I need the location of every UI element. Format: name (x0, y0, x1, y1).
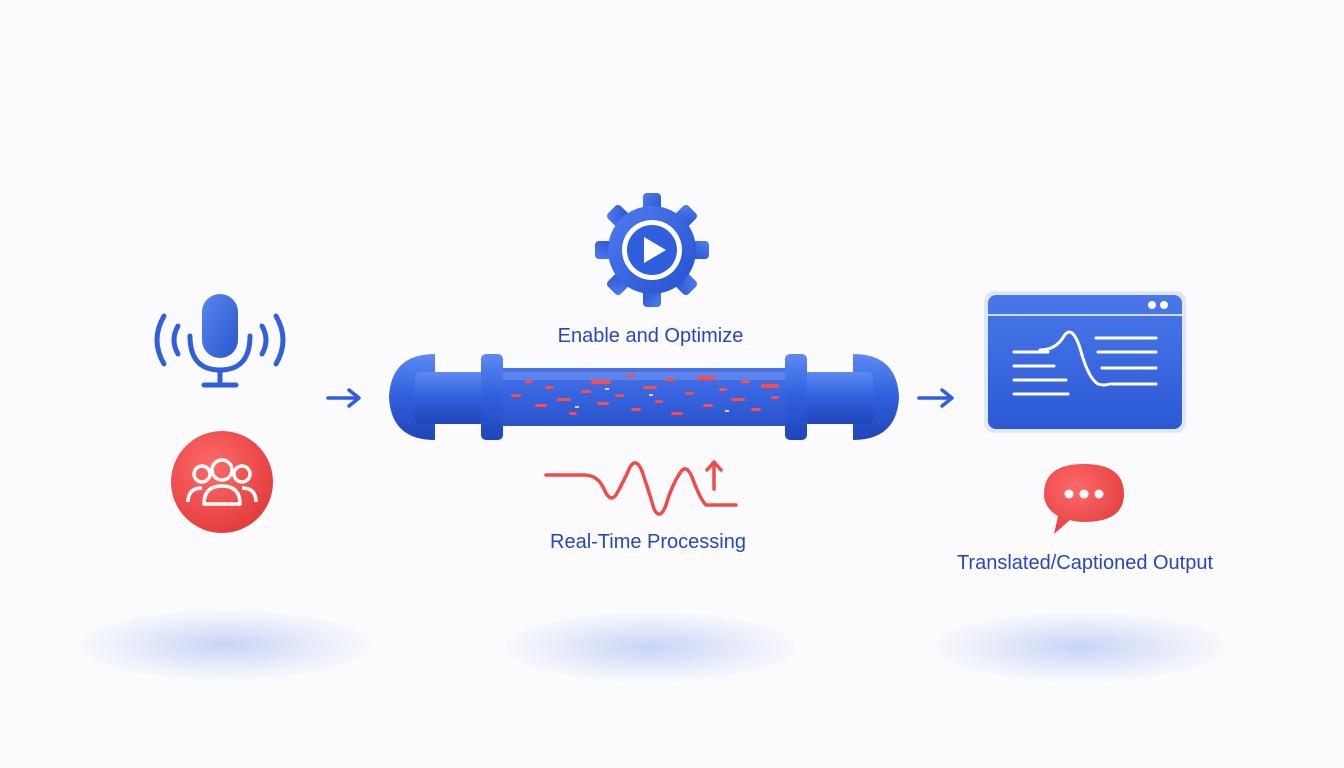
chat-bubble-icon (1044, 464, 1124, 534)
group-icon (171, 431, 273, 533)
microphone-icon (154, 294, 286, 388)
output-label: Translated/Captioned Output (956, 552, 1214, 574)
floor-glow-right (935, 612, 1225, 682)
gear-play-icon (595, 193, 709, 307)
floor-glow-center (505, 612, 795, 682)
signal-wave-icon (544, 460, 738, 516)
floor-glow-left (80, 610, 370, 680)
processing-label: Real-Time Processing (550, 531, 746, 553)
arrow-right-icon-out (917, 388, 954, 408)
caption-window-icon (984, 291, 1186, 433)
optimize-label: Enable and Optimize (557, 325, 744, 347)
pipeline-icon (389, 354, 899, 440)
arrow-right-icon (326, 388, 361, 408)
